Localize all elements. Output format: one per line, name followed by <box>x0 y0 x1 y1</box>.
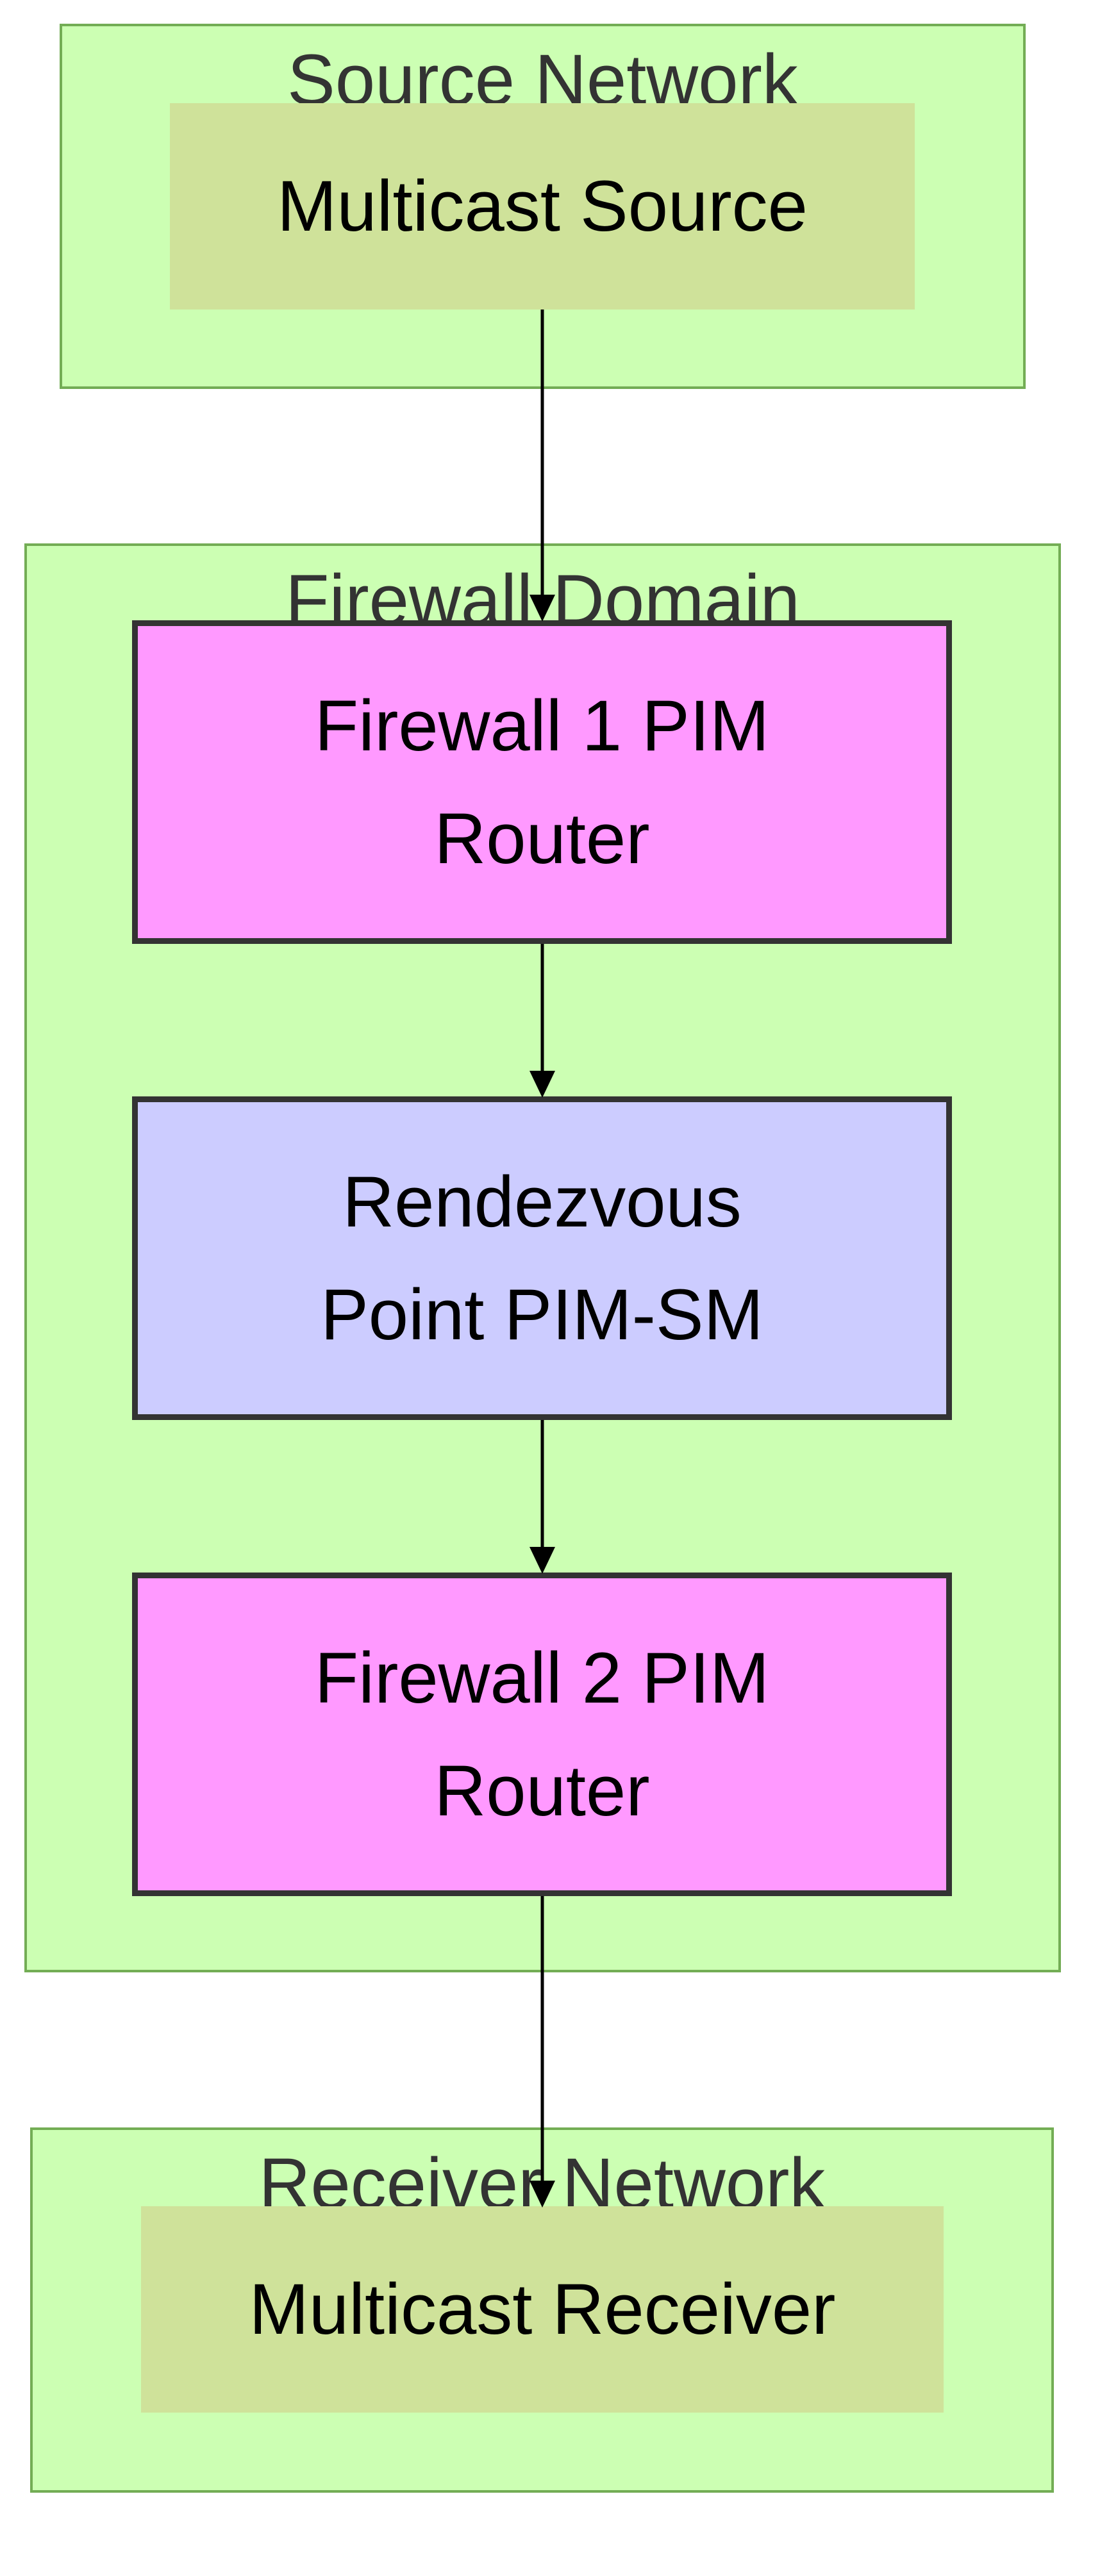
multicast-source-label: Multicast Source <box>277 166 808 246</box>
firewall-2-node: Firewall 2 PIM Router <box>132 1573 952 1896</box>
firewall-2-label-line1: Firewall 2 PIM <box>314 1637 770 1718</box>
multicast-receiver-node: Multicast Receiver <box>141 2206 944 2413</box>
firewall-1-node: Firewall 1 PIM Router <box>132 620 952 944</box>
firewall-1-label-line1: Firewall 1 PIM <box>314 685 770 766</box>
multicast-source-node: Multicast Source <box>170 103 915 310</box>
multicast-receiver-label: Multicast Receiver <box>249 2269 836 2349</box>
firewall-1-label-line2: Router <box>434 798 650 879</box>
rendezvous-point-label-line2: Point PIM-SM <box>321 1274 763 1355</box>
rendezvous-point-label-line1: Rendezvous <box>342 1161 742 1242</box>
firewall-2-label-line2: Router <box>434 1750 650 1831</box>
rendezvous-point-node: Rendezvous Point PIM-SM <box>132 1096 952 1420</box>
